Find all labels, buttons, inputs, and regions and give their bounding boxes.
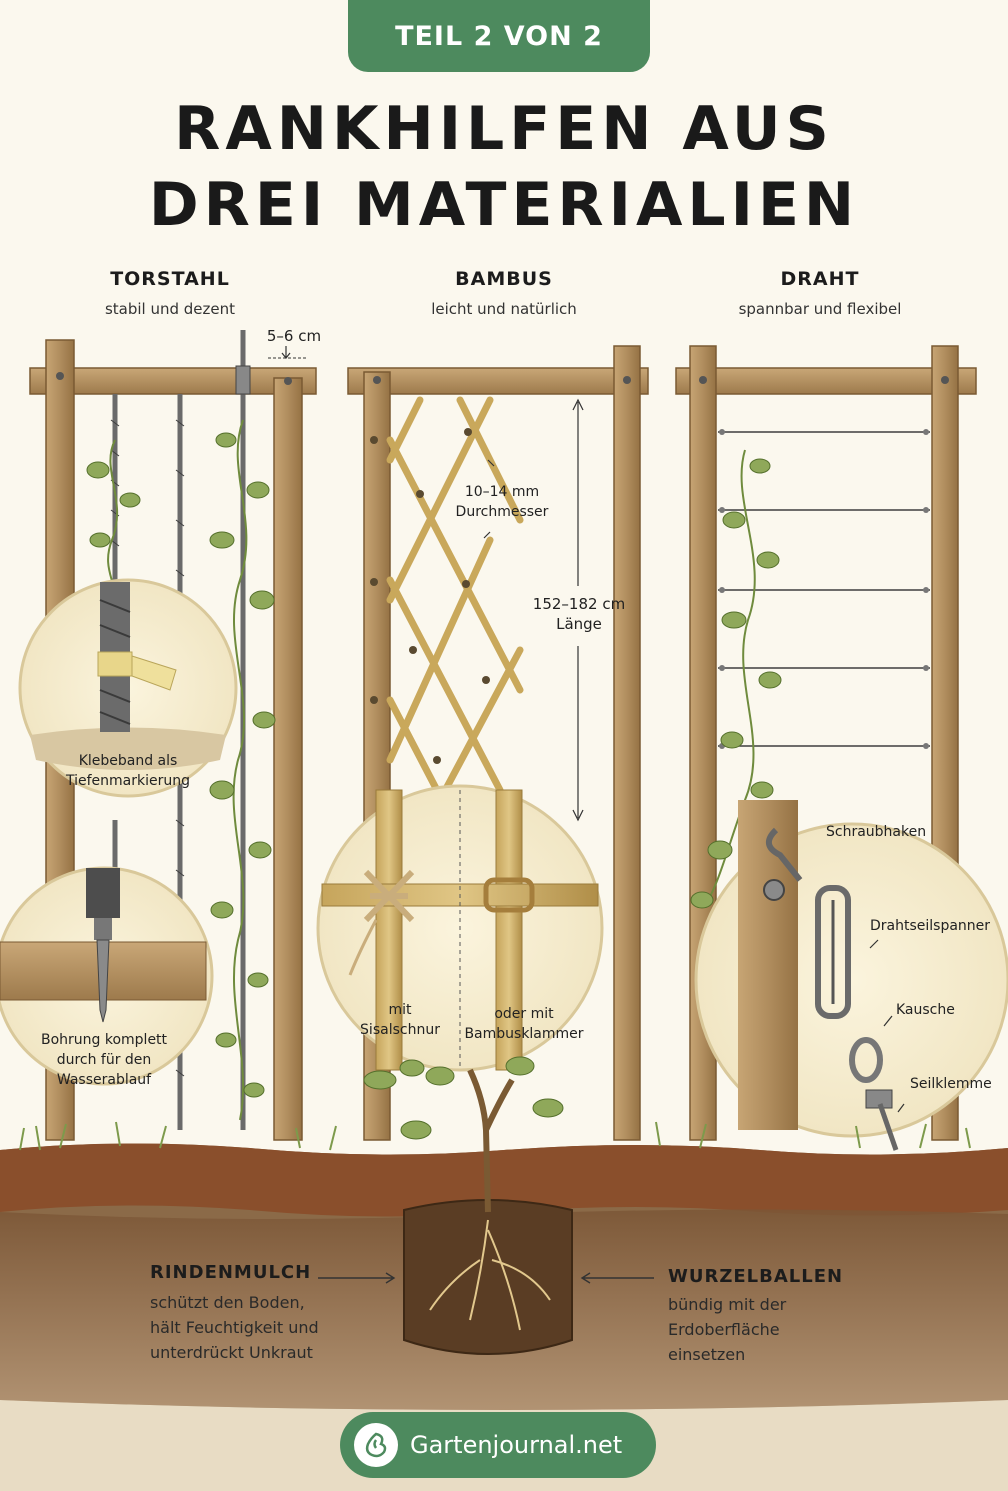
part-badge: TEIL 2 VON 2 bbox=[348, 0, 650, 72]
wire-lines bbox=[718, 431, 930, 747]
column-heading-bambus: BAMBUS bbox=[455, 268, 553, 290]
draht-frame bbox=[675, 345, 1008, 1151]
torstahl-frame bbox=[0, 330, 317, 1141]
rebar-spacing-label: 5–6 cm bbox=[266, 327, 322, 345]
tape-detail-circle bbox=[18, 578, 238, 798]
wire-hardware-detail-circle bbox=[694, 800, 1008, 1151]
root-ball bbox=[403, 1199, 573, 1355]
draht-leaves bbox=[690, 458, 782, 909]
column-sub-bambus: leicht und natürlich bbox=[431, 300, 577, 318]
column-sub-draht: spannbar und flexibel bbox=[738, 300, 902, 318]
sapling-leaves bbox=[363, 1056, 564, 1140]
hook-label: Schraubhaken bbox=[826, 824, 927, 840]
tensioner-label: Drahtseilspanner bbox=[870, 918, 991, 934]
column-heading-torstahl: TORSTAHL bbox=[110, 268, 230, 290]
page-title-line-1: RANKHILFEN AUS bbox=[174, 94, 834, 164]
rootball-heading: WURZELBALLEN bbox=[668, 1266, 844, 1287]
grass bbox=[19, 1121, 971, 1151]
torstahl-right-post bbox=[273, 377, 303, 1141]
wire-eyes bbox=[719, 429, 929, 749]
torstahl-top-beam bbox=[29, 367, 317, 395]
mulch-heading: RINDENMULCH bbox=[150, 1262, 312, 1283]
bamboo-joint-detail-circle bbox=[316, 784, 604, 1072]
bambus-frame bbox=[316, 345, 649, 1141]
drill-detail-circle bbox=[0, 866, 214, 1086]
wire-clamp-label: Seilklemme bbox=[910, 1076, 992, 1092]
sapling-stem bbox=[467, 1068, 515, 1213]
rebar-clamp bbox=[235, 365, 251, 395]
brand-name: Gartenjournal.net bbox=[410, 1431, 623, 1459]
column-heading-draht: DRAHT bbox=[780, 268, 860, 290]
bamboo-lattice bbox=[386, 396, 524, 804]
brand-logo-icon bbox=[354, 1423, 398, 1467]
length-arrow bbox=[572, 398, 584, 822]
thimble-label: Kausche bbox=[896, 1002, 955, 1018]
page-title-line-2: DREI MATERIALIEN bbox=[148, 170, 860, 240]
column-sub-torstahl: stabil und dezent bbox=[104, 300, 236, 318]
lattice-knots bbox=[370, 428, 490, 764]
brand-link[interactable]: Gartenjournal.net bbox=[340, 1412, 656, 1478]
roots bbox=[429, 1219, 551, 1331]
